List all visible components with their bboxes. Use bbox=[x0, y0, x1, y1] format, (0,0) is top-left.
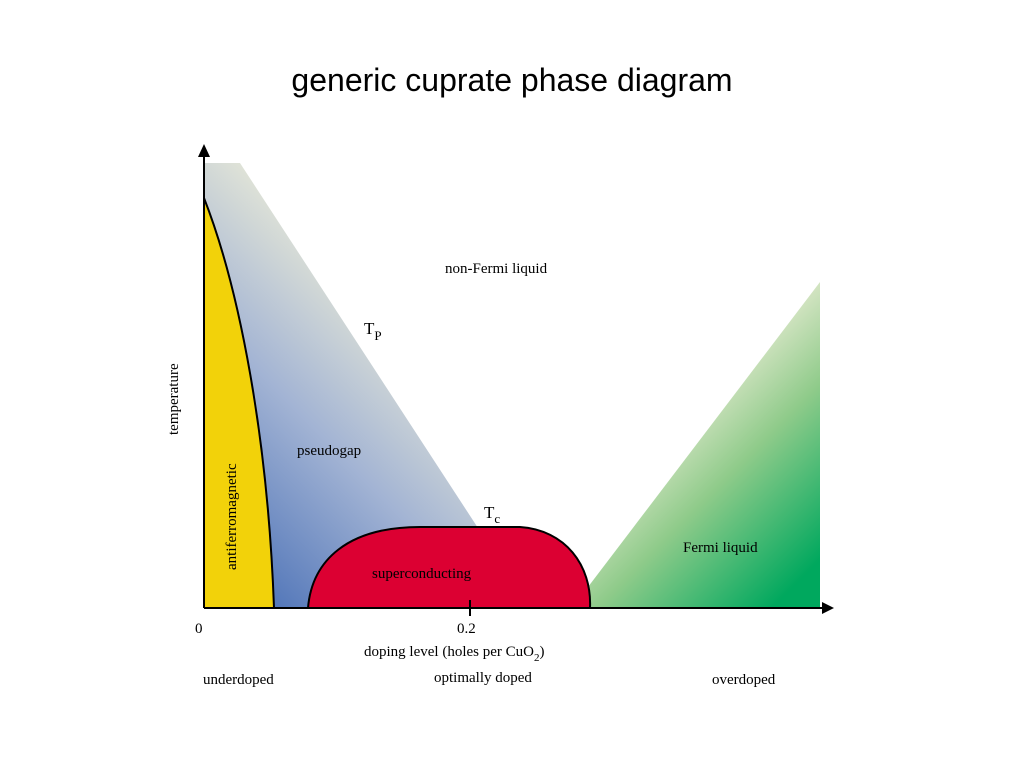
neel-curve bbox=[203, 197, 275, 609]
y-axis-label: temperature bbox=[166, 363, 182, 435]
x-tick-0-label: 0 bbox=[195, 621, 203, 637]
y-axis-arrow-icon bbox=[198, 144, 210, 157]
superconducting-dome bbox=[306, 526, 592, 609]
antiferromagnetic-region bbox=[204, 198, 274, 608]
fermi-liquid-region bbox=[572, 282, 820, 608]
x-tick-02-label: 0.2 bbox=[457, 621, 476, 637]
non-fermi-liquid-label: non-Fermi liquid bbox=[445, 261, 548, 277]
underdoped-label: underdoped bbox=[203, 672, 274, 688]
superconducting-label: superconducting bbox=[372, 566, 472, 582]
tp-label: TP bbox=[364, 319, 382, 343]
overdoped-label: overdoped bbox=[712, 672, 776, 688]
x-axis-label: doping level (holes per CuO2) bbox=[364, 644, 544, 664]
pseudogap-label: pseudogap bbox=[297, 443, 361, 459]
pseudogap-region bbox=[204, 163, 478, 608]
tc-label: Tc bbox=[484, 503, 500, 526]
antiferromagnetic-label: antiferromagnetic bbox=[224, 463, 240, 570]
slide-title: generic cuprate phase diagram bbox=[291, 62, 733, 98]
fermi-liquid-label: Fermi liquid bbox=[683, 540, 758, 556]
optimally-doped-label: optimally doped bbox=[434, 670, 532, 686]
x-axis-arrow-icon bbox=[822, 602, 834, 614]
